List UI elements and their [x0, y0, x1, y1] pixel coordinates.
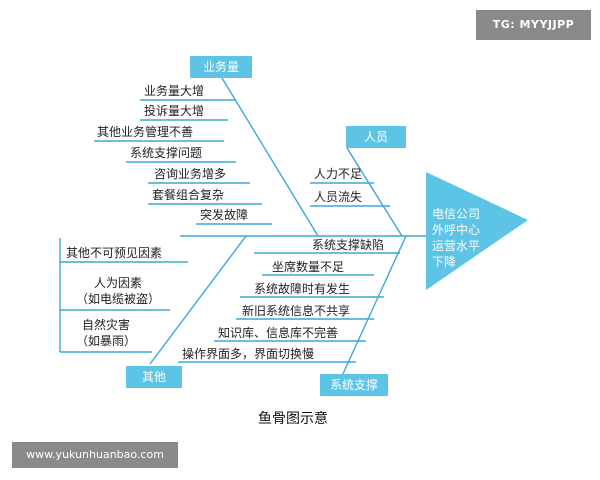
cause-label: 操作界面多，界面切换慢: [182, 347, 315, 361]
cause-label: 人为因素: [93, 276, 142, 290]
head-line: 下降: [432, 255, 457, 269]
cause-label: 其他不可预见因素: [66, 246, 163, 260]
cause-label: 新旧系统信息不共享: [242, 304, 351, 318]
cause-label: 业务量大增: [144, 84, 205, 98]
cause-label: 突发故障: [200, 208, 249, 222]
diagram-caption: 鱼骨图示意: [258, 411, 328, 427]
cause-label: 人员流失: [314, 190, 363, 204]
cause-label: 投诉量大增: [144, 104, 205, 118]
bone-people: [346, 147, 403, 237]
cause-label: 系统支撑缺陷: [312, 238, 385, 252]
cause-label: 套餐组合复杂: [152, 188, 225, 202]
bone-system: [341, 235, 407, 377]
bone-other: [149, 235, 247, 365]
head-line: 外呼中心: [432, 223, 481, 237]
category-people: 人员: [346, 126, 406, 148]
watermark-bottom: www.yukunhuanbao.com: [12, 442, 178, 468]
cause-label: 系统故障时有发生: [254, 282, 351, 296]
cause-label: 人力不足: [314, 167, 363, 181]
cause-label: （如电缆被盗）: [75, 292, 160, 306]
cause-label: 自然灾害: [81, 318, 130, 332]
cause-label: 知识库、信息库不完善: [218, 326, 339, 340]
cause-label: 系统支撑问题: [130, 146, 203, 160]
bone-business: [221, 77, 319, 237]
watermark-top: TG: MYYJJPP: [476, 10, 591, 40]
category-business: 业务量: [190, 56, 252, 78]
cause-label: 咨询业务增多: [154, 167, 227, 181]
category-system: 系统支撑: [320, 374, 388, 396]
cause-label: 坐席数量不足: [272, 260, 345, 274]
head-arrow: [426, 172, 528, 290]
cause-label: 其他业务管理不善: [97, 125, 194, 139]
head-line: 电信公司: [432, 207, 481, 221]
category-other: 其他: [126, 366, 182, 388]
head-line: 运营水平: [432, 239, 481, 253]
head-label: 电信公司 外呼中心 运营水平 下降: [432, 206, 480, 270]
cause-label: （如暴雨）: [75, 334, 136, 348]
